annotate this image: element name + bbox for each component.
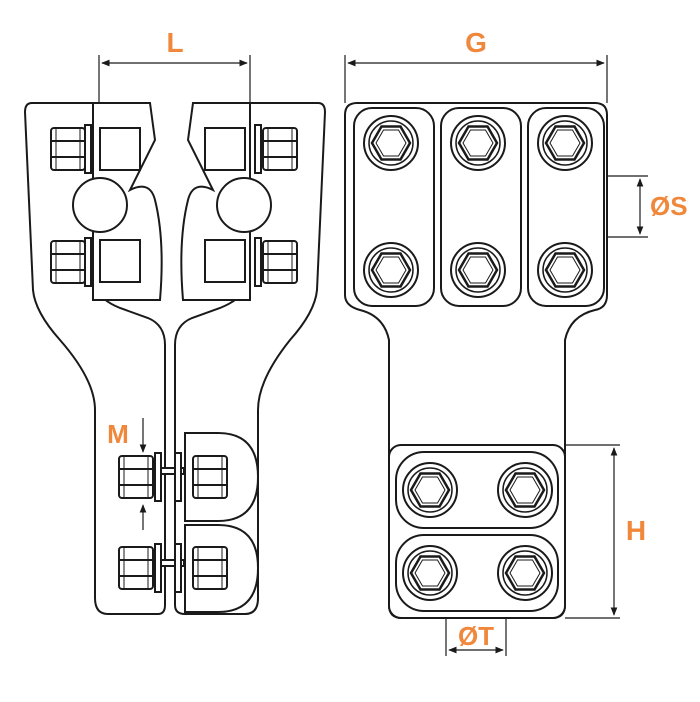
dimension-T <box>445 618 507 656</box>
dimension-G <box>344 55 608 103</box>
side-view <box>23 102 327 615</box>
label-L: L <box>166 27 183 58</box>
label-H: H <box>626 515 646 546</box>
dimension-H <box>565 444 620 619</box>
label-G: G <box>465 27 487 58</box>
label-M: M <box>107 419 129 449</box>
label-T: ØT <box>458 621 494 651</box>
front-view <box>344 102 608 619</box>
label-S: ØS <box>650 191 688 221</box>
dimension-L <box>98 55 251 103</box>
dimension-S <box>607 175 648 238</box>
